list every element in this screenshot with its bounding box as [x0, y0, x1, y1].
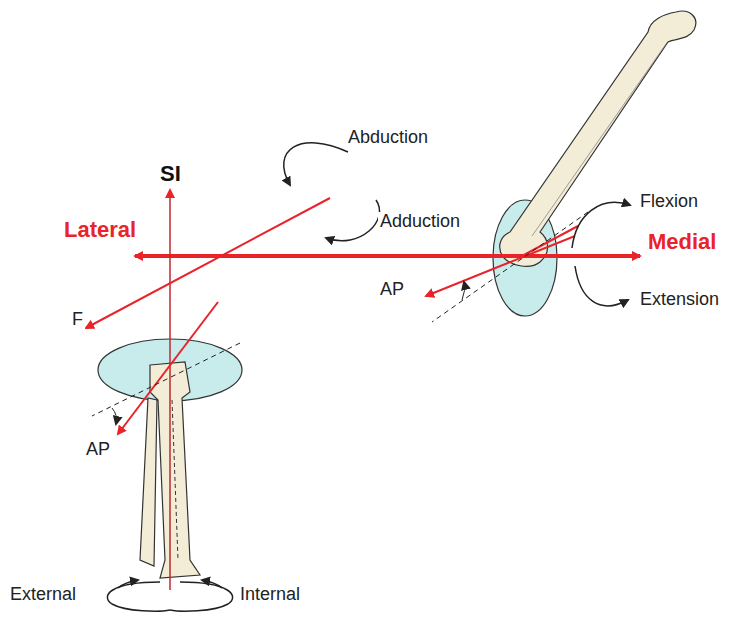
rotation-label: External: [8, 585, 78, 605]
axis-label: SI: [158, 162, 183, 186]
axis-label: AP: [378, 280, 406, 300]
motion-label: Adduction: [378, 212, 462, 232]
motion-label: Flexion: [638, 192, 700, 212]
direction-label: Medial: [646, 230, 718, 254]
direction-label: Lateral: [62, 218, 138, 242]
femur: [493, 11, 696, 316]
motion-label: Abduction: [346, 128, 430, 148]
motion-label: Extension: [638, 290, 721, 310]
axis-label: AP: [84, 440, 112, 460]
axis-label: F: [70, 310, 85, 330]
rotation-label: Internal: [238, 585, 302, 605]
